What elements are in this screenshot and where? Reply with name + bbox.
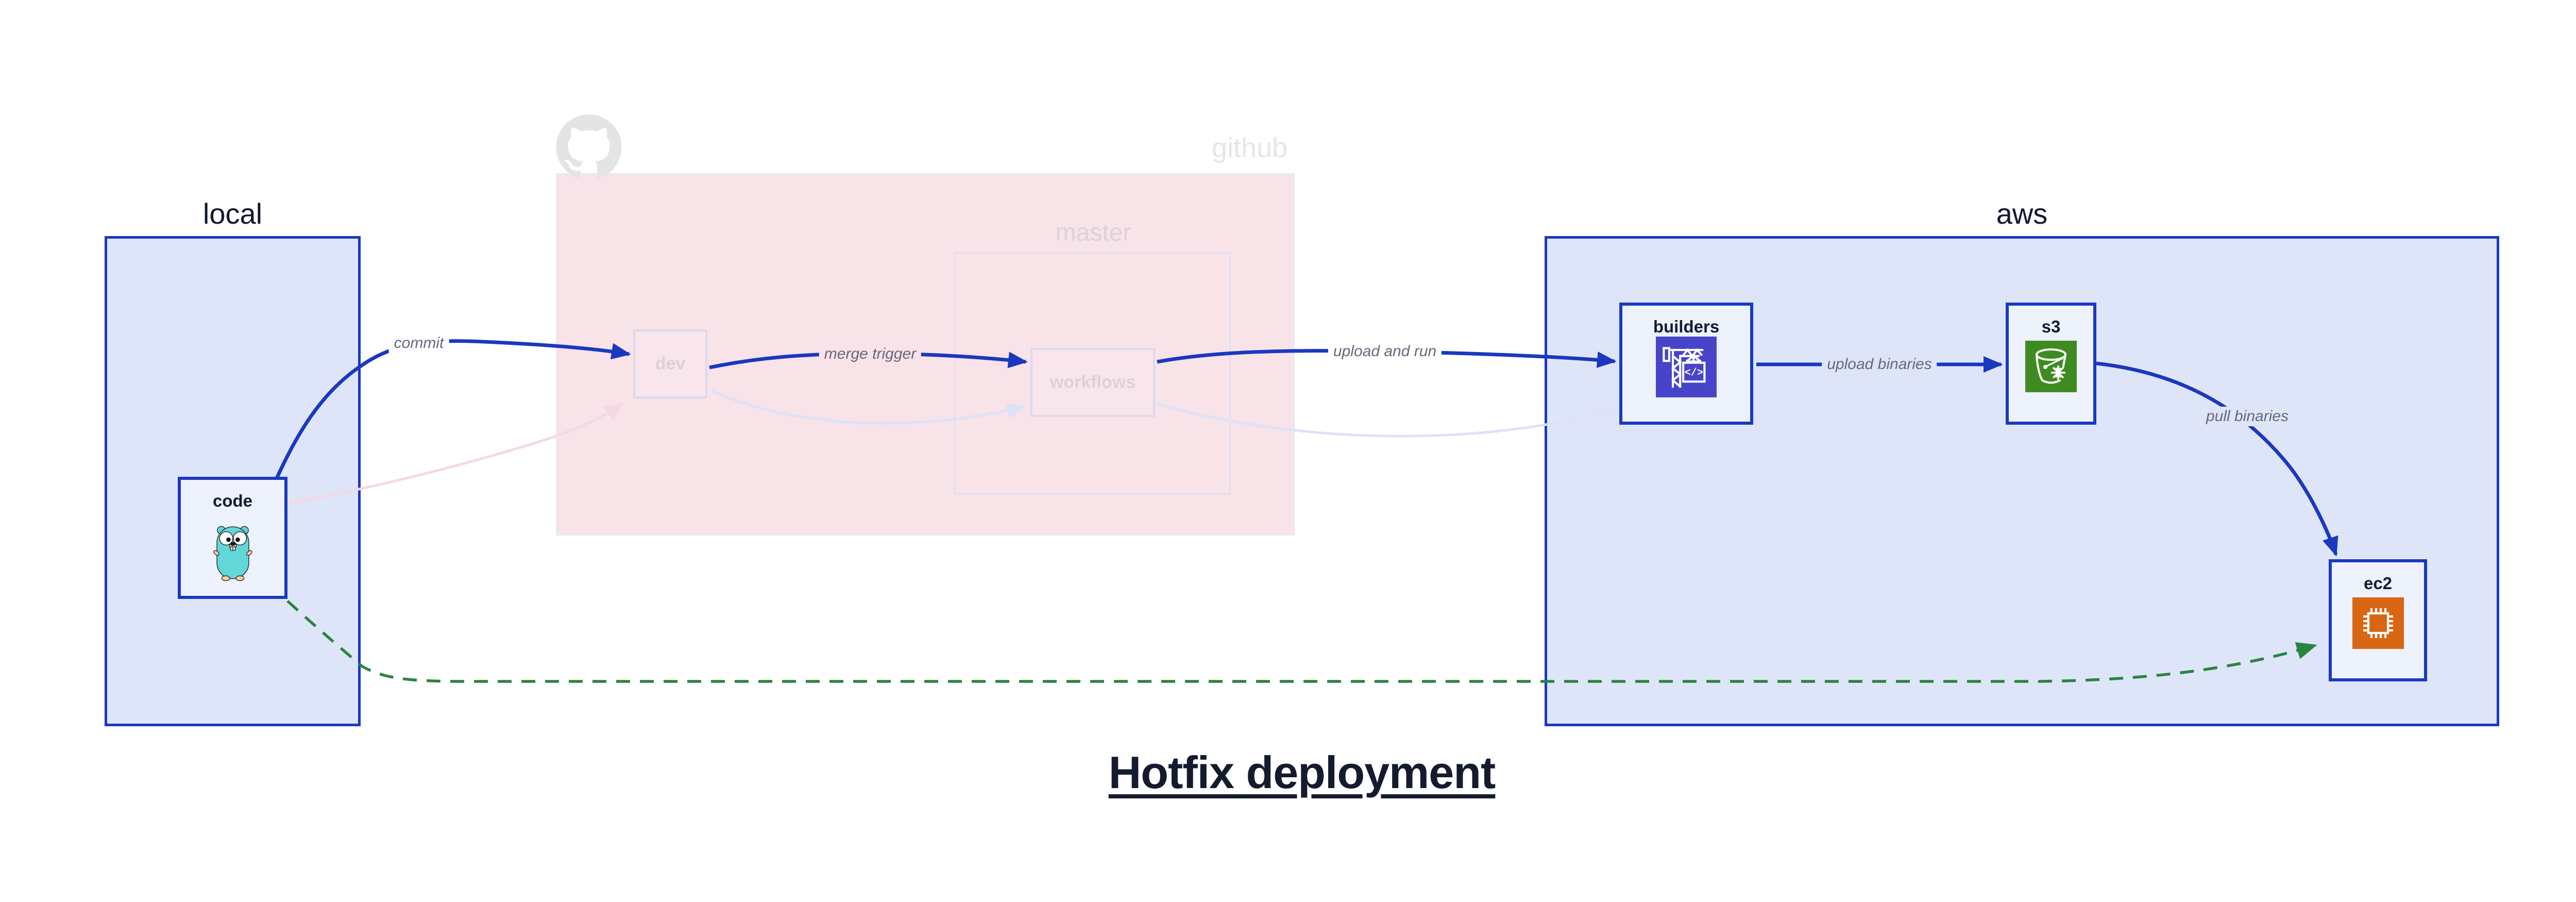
node-ec2: ec2 [2329, 559, 2427, 681]
edge-label-commit: commit [388, 333, 449, 353]
node-code-label: code [212, 491, 253, 510]
node-workflows: workflows [1030, 348, 1155, 417]
edge-label-pull-binaries: pull binaries [2200, 407, 2294, 426]
codebuild-crane-icon: </> [1656, 337, 1717, 397]
ec2-chip-icon [2352, 597, 2404, 649]
edge-label-upload-and-run: upload and run [1328, 342, 1442, 361]
master-branch-label: master [1055, 219, 1131, 246]
github-octocat-icon [556, 114, 622, 178]
node-s3: s3 [2006, 303, 2096, 425]
svg-text:</>: </> [1685, 368, 1703, 379]
edge-faded-merge-arrow [710, 389, 1026, 425]
edge-label-merge-trigger: merge trigger [819, 344, 922, 364]
node-builders: builders </> [1619, 303, 1753, 425]
edge-pull-binaries-arrow [2096, 361, 2338, 557]
edge-faded-commit-arrow [287, 402, 624, 505]
go-gopher-icon [213, 526, 252, 581]
node-code: code [178, 477, 287, 599]
aws-region-label: aws [1996, 197, 2048, 230]
node-dev-label: dev [655, 354, 686, 374]
node-s3-label: s3 [2041, 317, 2061, 336]
node-dev: dev [633, 329, 707, 398]
edge-faded-upload-arrow [1156, 402, 1616, 438]
edge-commit-arrow [275, 339, 631, 479]
github-region-label: github [1212, 132, 1288, 163]
node-workflows-label: workflows [1049, 372, 1136, 392]
master-branch-box [954, 252, 1231, 495]
local-region-label: local [202, 197, 263, 230]
edge-label-upload-binaries: upload binaries [1822, 355, 1937, 374]
diagram-title: Hotfix deployment [1108, 747, 1496, 798]
s3-bucket-snowflake-icon [2025, 341, 2077, 392]
node-builders-label: builders [1653, 317, 1720, 336]
edge-hotfix-dashed-arrow [286, 599, 2317, 683]
node-ec2-label: ec2 [2363, 574, 2393, 593]
